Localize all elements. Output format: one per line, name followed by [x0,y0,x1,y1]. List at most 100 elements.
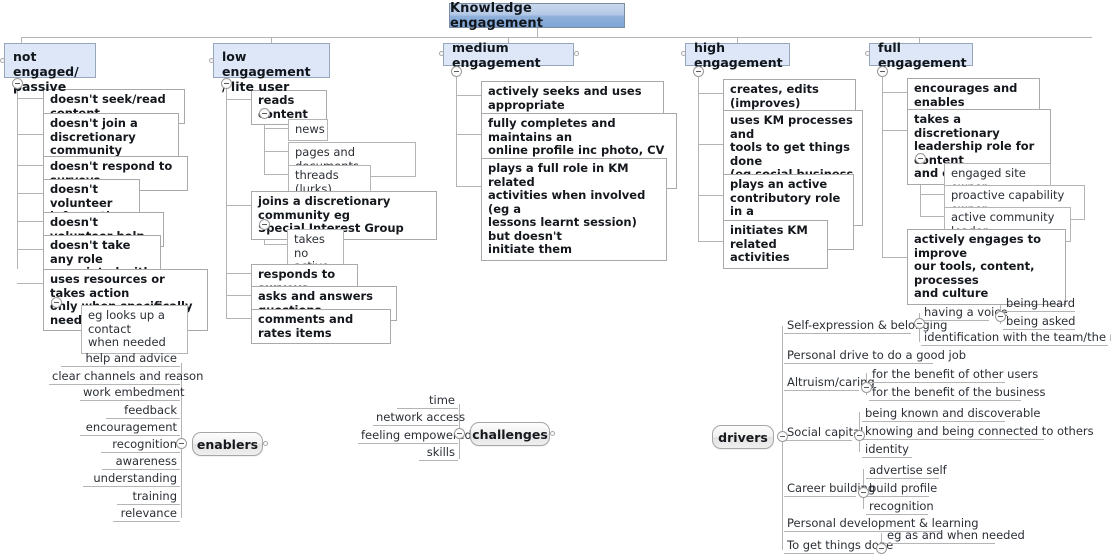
toggle-reads-content[interactable] [259,108,270,119]
enabler-item-1[interactable]: clear channels and reason [49,369,203,385]
category-high-engagement[interactable]: high engagement [685,40,790,70]
driver-item-3-2[interactable]: identity [862,442,912,458]
conn-fe-1-1 [920,194,944,195]
driver-item-1[interactable]: Personal drive to do a good job [784,348,966,364]
toggle-joins-community[interactable] [259,219,270,230]
conn-ne-4 [17,221,43,222]
node-line1: uses resources or takes action [50,272,165,300]
node-le-4[interactable]: comments and rates items [251,309,391,344]
toggle-high-engagement[interactable] [693,66,704,77]
conn-ne-2 [17,165,43,166]
spine-high-engagement [698,77,699,241]
conn-fe-1 [882,130,907,131]
node-line2: leadership role for content [914,139,1035,167]
enabler-item-7[interactable]: understanding [83,471,180,487]
toggle-drivers[interactable] [777,431,788,442]
category-label-line2: / lite user [222,79,290,94]
driver-item-3-0[interactable]: being known and discoverable [862,406,1041,422]
enabler-item-8[interactable]: training [117,489,180,505]
driver-item-0[interactable]: Self-expression & belonging [784,318,947,334]
enabler-item-6[interactable]: awareness [102,454,180,470]
conn-ne-5 [17,249,43,250]
enabler-item-4[interactable]: encouragement [80,420,180,436]
conn-le-1 [226,205,251,206]
spine-low-engagement [226,89,227,292]
toggle-get-things-done[interactable] [876,543,887,554]
toggle-career-building[interactable] [858,487,869,498]
driver-item-0-0[interactable]: having a voice [921,305,1008,321]
category-medium-engagement[interactable]: medium engagement [443,40,574,70]
challenge-item-3[interactable]: skills [419,445,458,461]
cluster-enablers[interactable]: enablers [192,432,263,456]
toggle-uses-resources[interactable] [51,297,62,308]
toggle-challenges[interactable] [454,428,465,439]
enabler-item-3[interactable]: feedback [106,403,180,419]
toggle-altruism[interactable] [861,382,872,393]
driver-item-4-0[interactable]: advertise self [866,463,947,479]
category-full-engagement[interactable]: full engagement [869,40,973,70]
toggle-not-engaged[interactable] [12,78,23,89]
toggle-full-engagement[interactable] [877,66,888,77]
toggle-low-engagement[interactable] [221,78,232,89]
cluster-drivers[interactable]: drivers [712,425,774,449]
node-line2: when needed [88,335,166,349]
category-not-engaged[interactable]: not engaged/ passive [4,43,96,94]
node-line2: contributory role in a [730,190,841,218]
driver-item-4[interactable]: Career building [784,481,875,497]
enabler-item-2[interactable]: work embedment [80,385,185,401]
conn-le-2 [226,273,251,274]
driver-item-4-2[interactable]: recognition [866,499,934,515]
driver-item-2-0[interactable]: for the benefit of other users [869,367,1038,383]
node-le-0-0[interactable]: news [288,119,328,141]
socket-cat-2 [439,51,444,56]
driver-item-3-1[interactable]: knowing and being connected to others [862,424,1094,440]
root-spine [21,37,1092,38]
toggle-self-expression[interactable] [914,318,925,329]
driver-item-2-1[interactable]: for the benefit of the business [869,385,1046,401]
toggle-leadership-role[interactable] [915,153,926,164]
driver-item-6-0[interactable]: eg as and when needed [884,528,1025,544]
toggle-enablers[interactable] [176,438,187,449]
root-node[interactable]: Knowledge engagement [449,1,625,31]
node-line2: our tools, content, processes [914,259,1035,287]
node-le-1[interactable]: joins a discretionary community eg Speci… [251,191,437,240]
node-fe-2[interactable]: actively engages to improve our tools, c… [907,229,1066,305]
category-label: full engagement [878,39,967,70]
challenge-item-1[interactable]: network access [373,410,465,426]
conn-le-1-0 [264,244,287,245]
socket-cat-0 [0,58,5,63]
toggle-having-a-voice[interactable] [995,311,1006,322]
node-line1: creates, edits (improves) [730,82,819,110]
challenge-item-2[interactable]: feeling empowered [358,428,472,444]
driver-item-6[interactable]: To get things done [784,538,893,554]
driver-item-3[interactable]: Social capital [784,425,863,441]
node-me-2[interactable]: plays a full role in KM related activiti… [481,158,667,261]
cluster-challenges[interactable]: challenges [470,422,550,446]
driver-item-2[interactable]: Altruism/caring [784,375,875,391]
driver-item-5[interactable]: Personal development & learning [784,516,979,532]
node-line1: actively seeks and uses appropriate [488,84,642,112]
driver-item-4-1[interactable]: build profile [866,481,937,497]
node-ne-6-0[interactable]: eg looks up a contact when needed [81,305,188,354]
driver-item-0-0-1[interactable]: being asked [1003,314,1075,330]
enabler-item-9[interactable]: relevance [113,506,180,522]
category-label-line1: low engagement [222,49,311,79]
toggle-social-capital[interactable] [854,430,865,441]
spine-not-engaged [17,89,18,269]
drop-cat-2 [508,37,509,43]
conn-ne-6 [17,283,43,284]
conn-he-2 [698,195,723,196]
toggle-medium-engagement[interactable] [451,66,462,77]
node-line1: plays a full role in KM related [488,161,629,189]
node-line1: joins a discretionary community eg [258,194,391,222]
driver-item-0-0-0[interactable]: being heard [1003,296,1075,312]
node-he-3[interactable]: initiates KM related activities [723,220,828,269]
driver-item-0-1[interactable]: identification with the team/the mission [921,330,1111,346]
node-line3: lessons learnt session) but doesn't [488,215,637,243]
spine-low-engagement-2 [226,292,227,318]
node-line1: doesn't take any role [50,238,131,266]
enabler-item-0[interactable]: help and advice [61,351,180,367]
challenge-item-0[interactable]: time [397,393,458,409]
enabler-item-5[interactable]: recognition [101,437,180,453]
category-low-engagement[interactable]: low engagement / lite user [213,43,330,94]
